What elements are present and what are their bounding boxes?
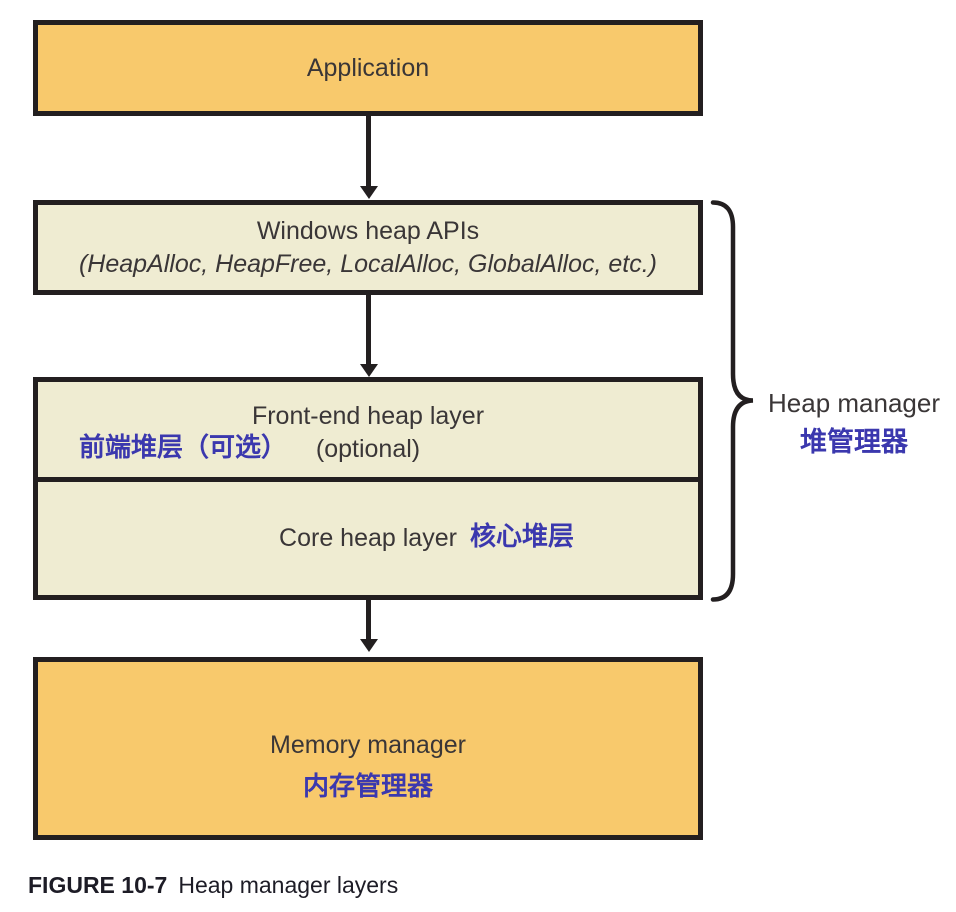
- core-heap-section: Core heap layer 核心堆层: [38, 482, 698, 595]
- core-heap-title-line: Core heap layer 核心堆层: [279, 521, 574, 555]
- memory-manager-label-cn: 内存管理器: [302, 770, 433, 801]
- memory-manager-box: Memory manager 内存管理器: [33, 657, 703, 840]
- front-end-heap-optional-label: (optional): [315, 434, 421, 463]
- windows-heap-apis-box: Windows heap APIs (HeapAlloc, HeapFree, …: [33, 200, 703, 295]
- figure-number: FIGURE 10-7: [28, 872, 168, 898]
- application-box: Application: [33, 20, 703, 116]
- down-arrow-app-to-apis: [366, 116, 371, 186]
- heap-layers-box: Front-end heap layer 前端堆层（可选） (optional)…: [33, 377, 703, 600]
- heap-manager-label-group: Heap manager 堆管理器: [756, 388, 952, 459]
- front-end-heap-title: Front-end heap layer: [251, 401, 485, 430]
- memory-manager-label: Memory manager: [270, 730, 466, 759]
- windows-heap-apis-functions: (HeapAlloc, HeapFree, LocalAlloc, Global…: [78, 249, 658, 278]
- core-heap-title-cn: 核心堆层: [469, 521, 574, 551]
- application-label: Application: [306, 53, 430, 82]
- heap-manager-label-cn: 堆管理器: [800, 427, 908, 457]
- down-arrow-apis-to-frontend: [366, 295, 371, 364]
- core-heap-title: Core heap layer: [279, 524, 457, 552]
- front-end-heap-subtitle-line: 前端堆层（可选） (optional): [79, 432, 421, 466]
- front-end-heap-section: Front-end heap layer 前端堆层（可选） (optional): [38, 382, 698, 477]
- heap-manager-brace: [710, 200, 754, 602]
- figure-caption-text: Heap manager layers: [178, 872, 399, 898]
- front-end-heap-title-cn: 前端堆层（可选）: [78, 431, 287, 462]
- windows-heap-apis-title: Windows heap APIs: [256, 216, 480, 245]
- down-arrow-core-to-memory: [366, 600, 371, 639]
- figure-caption: FIGURE 10-7 Heap manager layers: [28, 872, 398, 899]
- heap-manager-label: Heap manager: [768, 388, 940, 418]
- heap-layers-divider: [38, 477, 698, 482]
